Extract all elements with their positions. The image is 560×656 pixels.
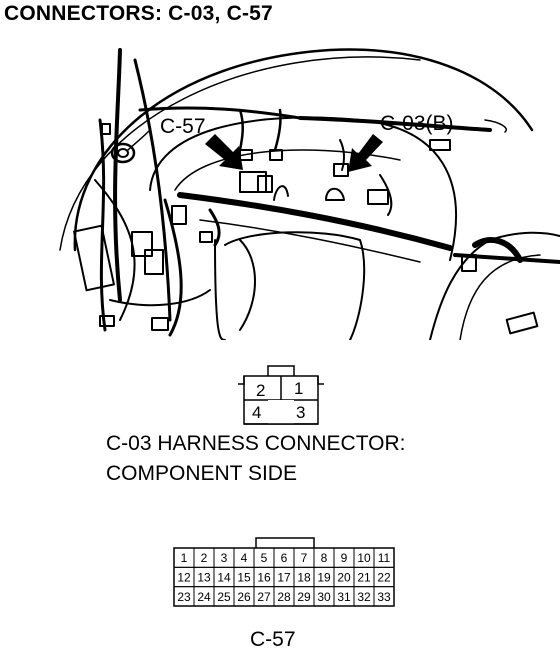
c57-pin-6: 6	[281, 551, 288, 565]
c57-pin-12: 12	[177, 570, 191, 584]
c57-pin-cell	[333, 566, 355, 588]
c57-pin-30: 30	[317, 590, 331, 604]
c57-pin-cell	[353, 547, 375, 568]
c57-pin-cell	[233, 566, 255, 588]
c57-pin-cell	[373, 586, 395, 607]
c57-pin-cell	[253, 566, 275, 588]
c57-pin-cell	[233, 547, 255, 568]
arrow-c03	[348, 134, 383, 172]
c57-pin-cell	[313, 586, 335, 607]
c57-pin-25: 25	[217, 590, 231, 604]
arrow-c57	[205, 134, 243, 170]
c57-pin-33: 33	[377, 590, 391, 604]
c57-pin-cell	[293, 547, 315, 568]
c03-pin-1: 1	[294, 379, 303, 398]
c57-pin-cell	[313, 547, 335, 568]
page-title: CONNECTORS: C-03, C-57	[4, 2, 273, 25]
c57-pin-cell	[353, 586, 375, 607]
c03-pin-3: 3	[296, 403, 305, 422]
c03-caption-line1: C-03 HARNESS CONNECTOR:	[106, 432, 406, 455]
c57-pin-18: 18	[297, 570, 311, 584]
c57-pin-29: 29	[297, 590, 311, 604]
c57-pin-cell	[173, 566, 195, 588]
c57-pin-14: 14	[217, 570, 231, 584]
c57-pin-31: 31	[337, 590, 351, 604]
c57-pin-8: 8	[321, 551, 328, 565]
c57-pin-19: 19	[317, 570, 331, 584]
c57-pin-5: 5	[261, 551, 268, 565]
c57-pin-24: 24	[197, 590, 211, 604]
c57-pin-10: 10	[357, 551, 371, 565]
c57-pin-cell	[333, 586, 355, 607]
c57-pin-7: 7	[301, 551, 308, 565]
c57-pin-cell	[273, 586, 295, 607]
c57-pin-cell	[373, 566, 395, 588]
c57-pin-16: 16	[257, 570, 271, 584]
c57-pin-2: 2	[201, 551, 208, 565]
c57-pin-9: 9	[341, 551, 348, 565]
c57-pin-1: 1	[181, 551, 188, 565]
c57-pin-13: 13	[197, 570, 211, 584]
c57-pin-26: 26	[237, 590, 251, 604]
c57-pin-cell	[213, 586, 235, 607]
callout-c03: C-03(B)	[380, 112, 454, 135]
c57-pin-3: 3	[221, 551, 228, 565]
c57-pin-cell	[353, 566, 375, 588]
c57-pin-cell	[173, 586, 195, 607]
c57-pin-20: 20	[337, 570, 351, 584]
c03-pin-2: 2	[256, 381, 265, 400]
c57-pin-cell	[193, 586, 215, 607]
c03-pin-4: 4	[252, 403, 261, 422]
c57-pin-cell	[273, 547, 295, 568]
c03-caption-line2: COMPONENT SIDE	[106, 462, 297, 485]
c57-pin-cell	[173, 547, 195, 568]
c57-pin-22: 22	[377, 570, 391, 584]
c57-pin-32: 32	[357, 590, 371, 604]
c57-pin-27: 27	[257, 590, 271, 604]
c57-pin-cell	[333, 547, 355, 568]
c57-pin-cell	[253, 547, 275, 568]
c57-pin-cell	[293, 566, 315, 588]
c57-pin-15: 15	[237, 570, 251, 584]
c57-pin-cell	[213, 566, 235, 588]
c57-pin-21: 21	[357, 570, 371, 584]
c57-pin-4: 4	[241, 551, 248, 565]
c57-pin-cell	[373, 547, 395, 568]
c57-pin-cell	[293, 586, 315, 607]
c57-pin-28: 28	[277, 590, 291, 604]
c57-pin-cell	[313, 566, 335, 588]
callout-c57: C-57	[160, 115, 206, 138]
c57-pin-cell	[213, 547, 235, 568]
c57-pin-11: 11	[378, 551, 391, 565]
c57-pin-cell	[193, 547, 215, 568]
c57-pin-17: 17	[277, 570, 291, 584]
c57-pin-23: 23	[177, 590, 191, 604]
c57-pin-cell	[253, 586, 275, 607]
c57-label: C-57	[250, 628, 296, 651]
c57-pin-cell	[233, 586, 255, 607]
c57-pin-cell	[193, 566, 215, 588]
dashboard-harness-illustration: C-57 C-03(B)	[59, 48, 560, 340]
c57-pin-cell	[273, 566, 295, 588]
